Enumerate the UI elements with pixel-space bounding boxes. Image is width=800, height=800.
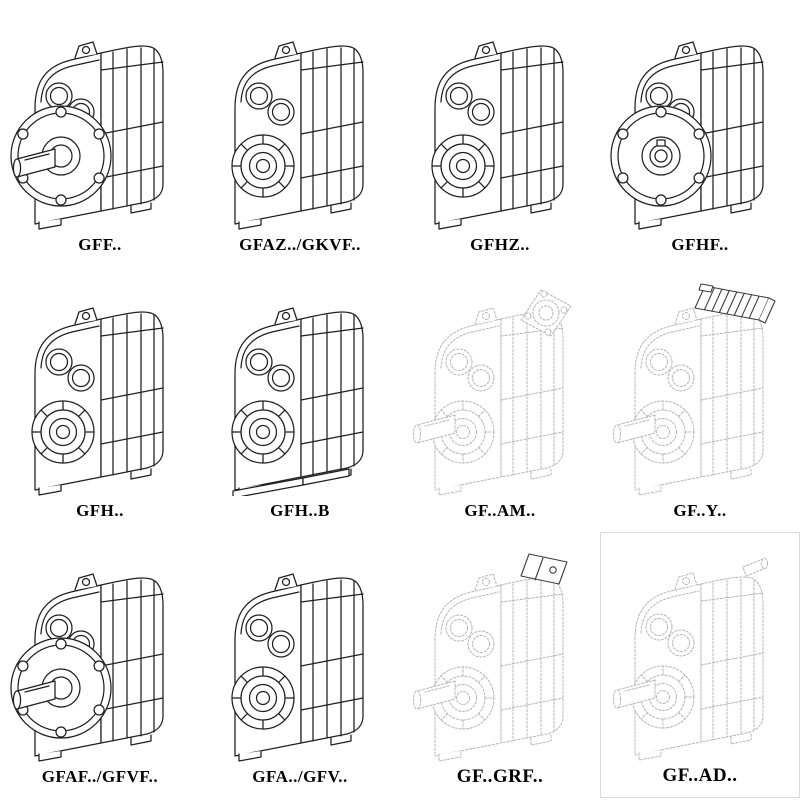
hollow-bore-keyway (654, 139, 668, 163)
housing (634, 572, 764, 761)
gearbox-variant-cell-gfaf-gfvf: GFAF../GFVF.. (0, 532, 200, 798)
gearbox-model-label: GF..GRF.. (456, 766, 544, 787)
gearbox-drawing-gfh (4, 274, 196, 496)
housing (434, 307, 564, 496)
gearbox-drawing-gf-am (404, 274, 596, 496)
gearbox-drawing-gfaf-gfvf (4, 540, 196, 762)
gearbox-model-label: GFA../GFV.. (252, 767, 348, 786)
gearbox-variant-cell-gfaz-gkvf: GFAZ../GKVF.. (200, 0, 400, 266)
gearbox-model-label: GFAZ../GKVF.. (239, 235, 361, 254)
gearbox-model-label: GF..AD.. (662, 765, 738, 786)
gearbox-variant-cell-gf-am: GF..AM.. (400, 266, 600, 532)
gearbox-variant-cell-gf-ad: GF..AD.. (600, 532, 800, 798)
gearbox-model-label: GF..AM.. (464, 501, 536, 520)
gearbox-drawing-gfa-gfv (204, 540, 396, 762)
gearbox-model-label: GFHZ.. (470, 235, 530, 254)
gearbox-variant-cell-gfa-gfv: GFA../GFV.. (200, 532, 400, 798)
gearbox-drawing-gf-y (604, 274, 796, 496)
gearbox-drawing-gf-ad (604, 539, 796, 761)
gearbox-drawing-gfaz-gkvf (204, 8, 396, 230)
gearbox-model-label: GFH..B (270, 501, 330, 520)
gearbox-variant-cell-gfhf: GFHF.. (600, 0, 800, 266)
hollow-shaft-hub (231, 134, 295, 198)
input-shaft-stub (742, 557, 768, 577)
gearbox-model-label: GFF.. (78, 235, 122, 254)
gearbox-drawing-gfhz (404, 8, 596, 230)
housing (234, 41, 364, 230)
housing (634, 307, 764, 496)
gearbox-model-label: GF..Y.. (673, 501, 727, 520)
gearbox-model-label: GFHF.. (671, 235, 729, 254)
gearbox-variant-cell-gfh: GFH.. (0, 266, 200, 532)
gearbox-drawing-gfhf (604, 8, 796, 230)
gearbox-variant-cell-gf-y: GF..Y.. (600, 266, 800, 532)
gearbox-drawing-gf-grf (404, 540, 596, 762)
gearbox-variant-cell-gfhz: GFHZ.. (400, 0, 600, 266)
housing (34, 307, 164, 496)
gearbox-model-label: GFH.. (76, 501, 124, 520)
gearbox-variant-cell-gf-grf: GF..GRF.. (400, 532, 600, 798)
gearbox-drawing-gff (4, 8, 196, 230)
hollow-shaft-hub (231, 400, 295, 464)
gearbox-drawing-gfh-b (204, 274, 396, 499)
hollow-shaft-hub (31, 400, 95, 464)
hollow-shaft-hub (431, 134, 495, 198)
hollow-shaft-hub (231, 666, 295, 730)
gearbox-variant-cell-gff: GFF.. (0, 0, 200, 266)
housing (434, 41, 564, 230)
gearbox-model-label: GFAF../GFVF.. (41, 767, 159, 786)
gearbox-variant-cell-gfh-b: GFH..B (200, 266, 400, 532)
housing (434, 573, 564, 762)
housing (234, 307, 364, 496)
housing (234, 573, 364, 762)
